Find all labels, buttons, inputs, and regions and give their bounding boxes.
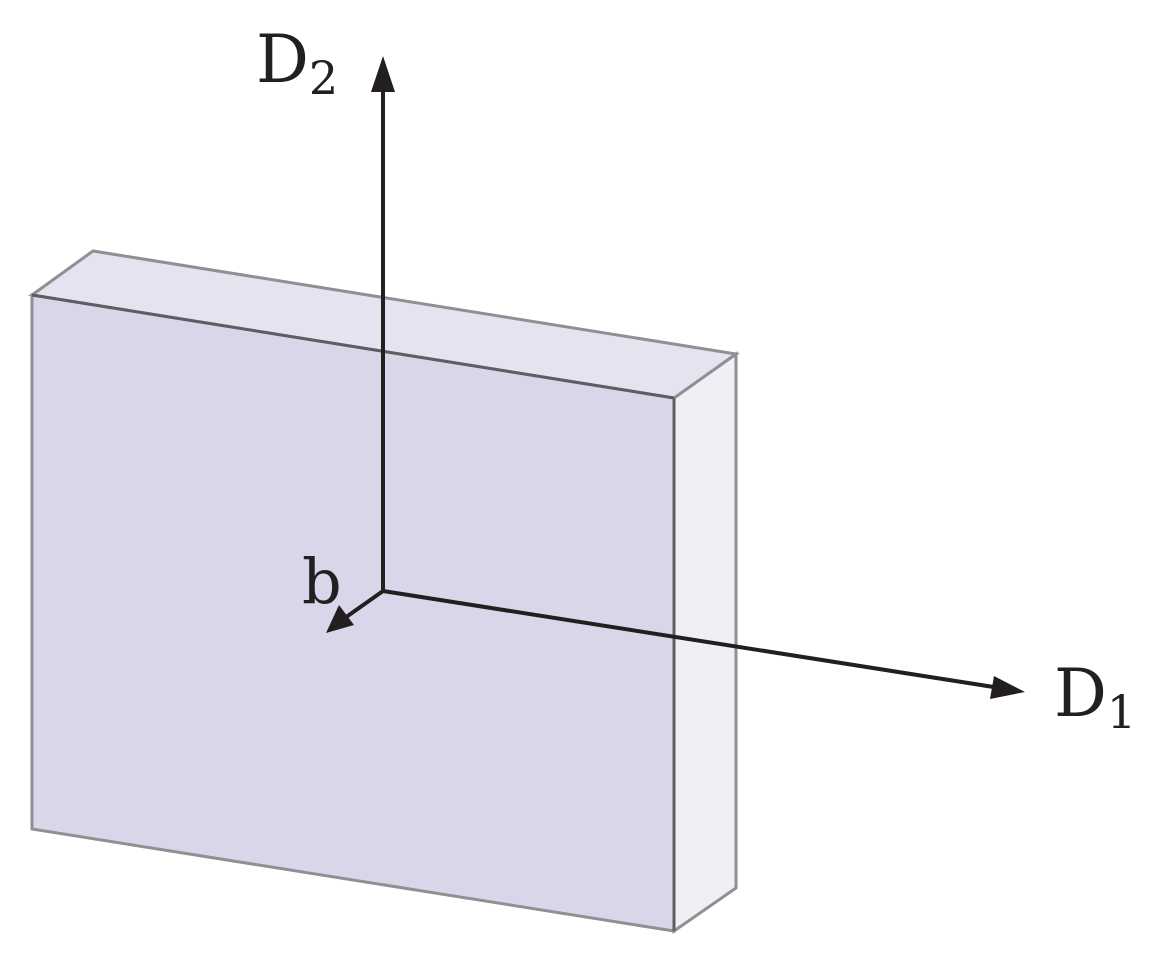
axis-b-label: b [302,545,342,618]
axis-d2-arrowhead [371,56,395,92]
axis-b-arrow [340,589,385,622]
axis-d1-arrowhead [990,676,1025,699]
axis-d1-arrow [382,589,1001,690]
axis-d1-label: D1 [1054,655,1136,739]
plate-front-top-edge [31,293,675,400]
axes [326,56,1025,699]
axis-d2-label: D2 [256,21,338,105]
axis-b-arrowhead [326,605,354,633]
